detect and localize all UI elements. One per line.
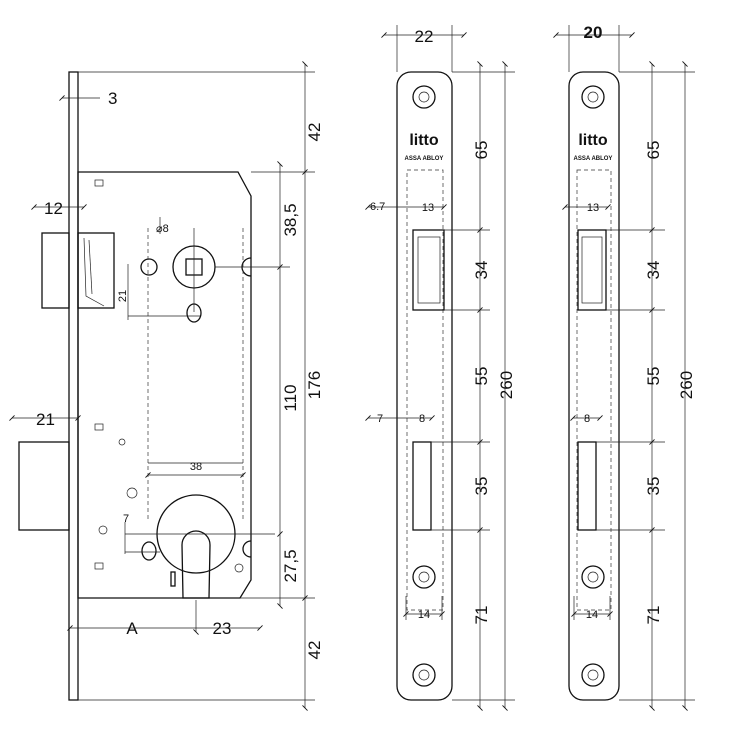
dim-width: 20 (584, 23, 603, 42)
lock-body: 3 12 21 42 38,5 110 176 27,5 42 A 23 ⌀8 … (9, 61, 324, 711)
screw-bottom (412, 663, 436, 687)
dim-6-7: 6.7 (370, 201, 385, 213)
plate-outline (396, 71, 453, 701)
brand-sublogo: ASSA ABLOY (574, 156, 613, 162)
dim-width: 22 (415, 27, 434, 46)
bolt-opening (412, 441, 432, 531)
dim-bottom-offset: 42 (305, 641, 324, 660)
screw-mid (581, 565, 605, 589)
dim-13: 13 (422, 202, 434, 214)
latch-opening (577, 229, 607, 311)
dim-backset: A (126, 619, 138, 638)
dim-faceplate-thickness: 3 (108, 89, 117, 108)
dim-35: 35 (644, 477, 663, 496)
dim-latch-projection: 12 (44, 199, 63, 218)
screw-hole (140, 258, 158, 276)
dim-34: 34 (644, 261, 663, 280)
plate-outline (568, 71, 620, 701)
dim-total: 260 (677, 371, 696, 399)
screw-top (412, 85, 436, 109)
brand-logo: litto (409, 132, 439, 149)
plate-hidden-outline (576, 169, 612, 611)
dim-34: 34 (472, 261, 491, 280)
strike-plate-2: litto ASSA ABLOY 20 65 34 55 35 71 260 1… (553, 23, 696, 711)
plate-hidden-outline (406, 169, 444, 611)
mount-notch-lower (242, 540, 252, 558)
screw-top (581, 85, 605, 109)
dim-71: 71 (472, 606, 491, 625)
latch-opening (412, 229, 445, 311)
dim-65: 65 (472, 141, 491, 160)
bolt-opening (577, 441, 597, 531)
dim-65: 65 (644, 141, 663, 160)
dim-71: 71 (644, 606, 663, 625)
screw-mid (412, 565, 436, 589)
dim-cylinder-7: 7 (123, 513, 129, 525)
cylinder-profile (181, 530, 211, 599)
dim-follower-21: 21 (117, 290, 129, 302)
dim-14: 14 (418, 609, 430, 621)
dead-bolt (18, 441, 70, 531)
dim-13: 13 (587, 202, 599, 214)
brand-logo: litto (578, 132, 608, 149)
dim-7: 7 (377, 413, 383, 425)
dim-35: 35 (472, 477, 491, 496)
latch-bolt (41, 232, 70, 309)
brand-sublogo: ASSA ABLOY (405, 156, 444, 162)
dim-14: 14 (586, 609, 598, 621)
case-outline (77, 171, 252, 599)
screw-bottom (581, 663, 605, 687)
faceplate (68, 71, 79, 701)
dim-follower-to-cylinder: 110 (281, 384, 300, 411)
dim-55: 55 (472, 367, 491, 386)
dim-total: 260 (497, 371, 516, 399)
dim-follower-diameter: ⌀8 (156, 223, 169, 235)
dim-body-height: 176 (305, 371, 324, 399)
dim-bolt-projection: 21 (36, 410, 55, 429)
follower-slot (186, 303, 202, 323)
dim-cylinder-to-bottom: 27,5 (281, 549, 300, 582)
dim-8: 8 (419, 413, 425, 425)
dim-inner-width: 38 (190, 461, 202, 473)
dim-follower-offset: 38,5 (281, 203, 300, 236)
strike-plate-1: litto ASSA ABLOY 22 65 34 55 35 71 260 6… (365, 25, 516, 711)
dim-55: 55 (644, 367, 663, 386)
dim-top-offset: 42 (305, 123, 324, 142)
dim-8: 8 (584, 413, 590, 425)
dim-cylinder-half-width: 23 (213, 619, 232, 638)
latch-tail (77, 232, 115, 309)
